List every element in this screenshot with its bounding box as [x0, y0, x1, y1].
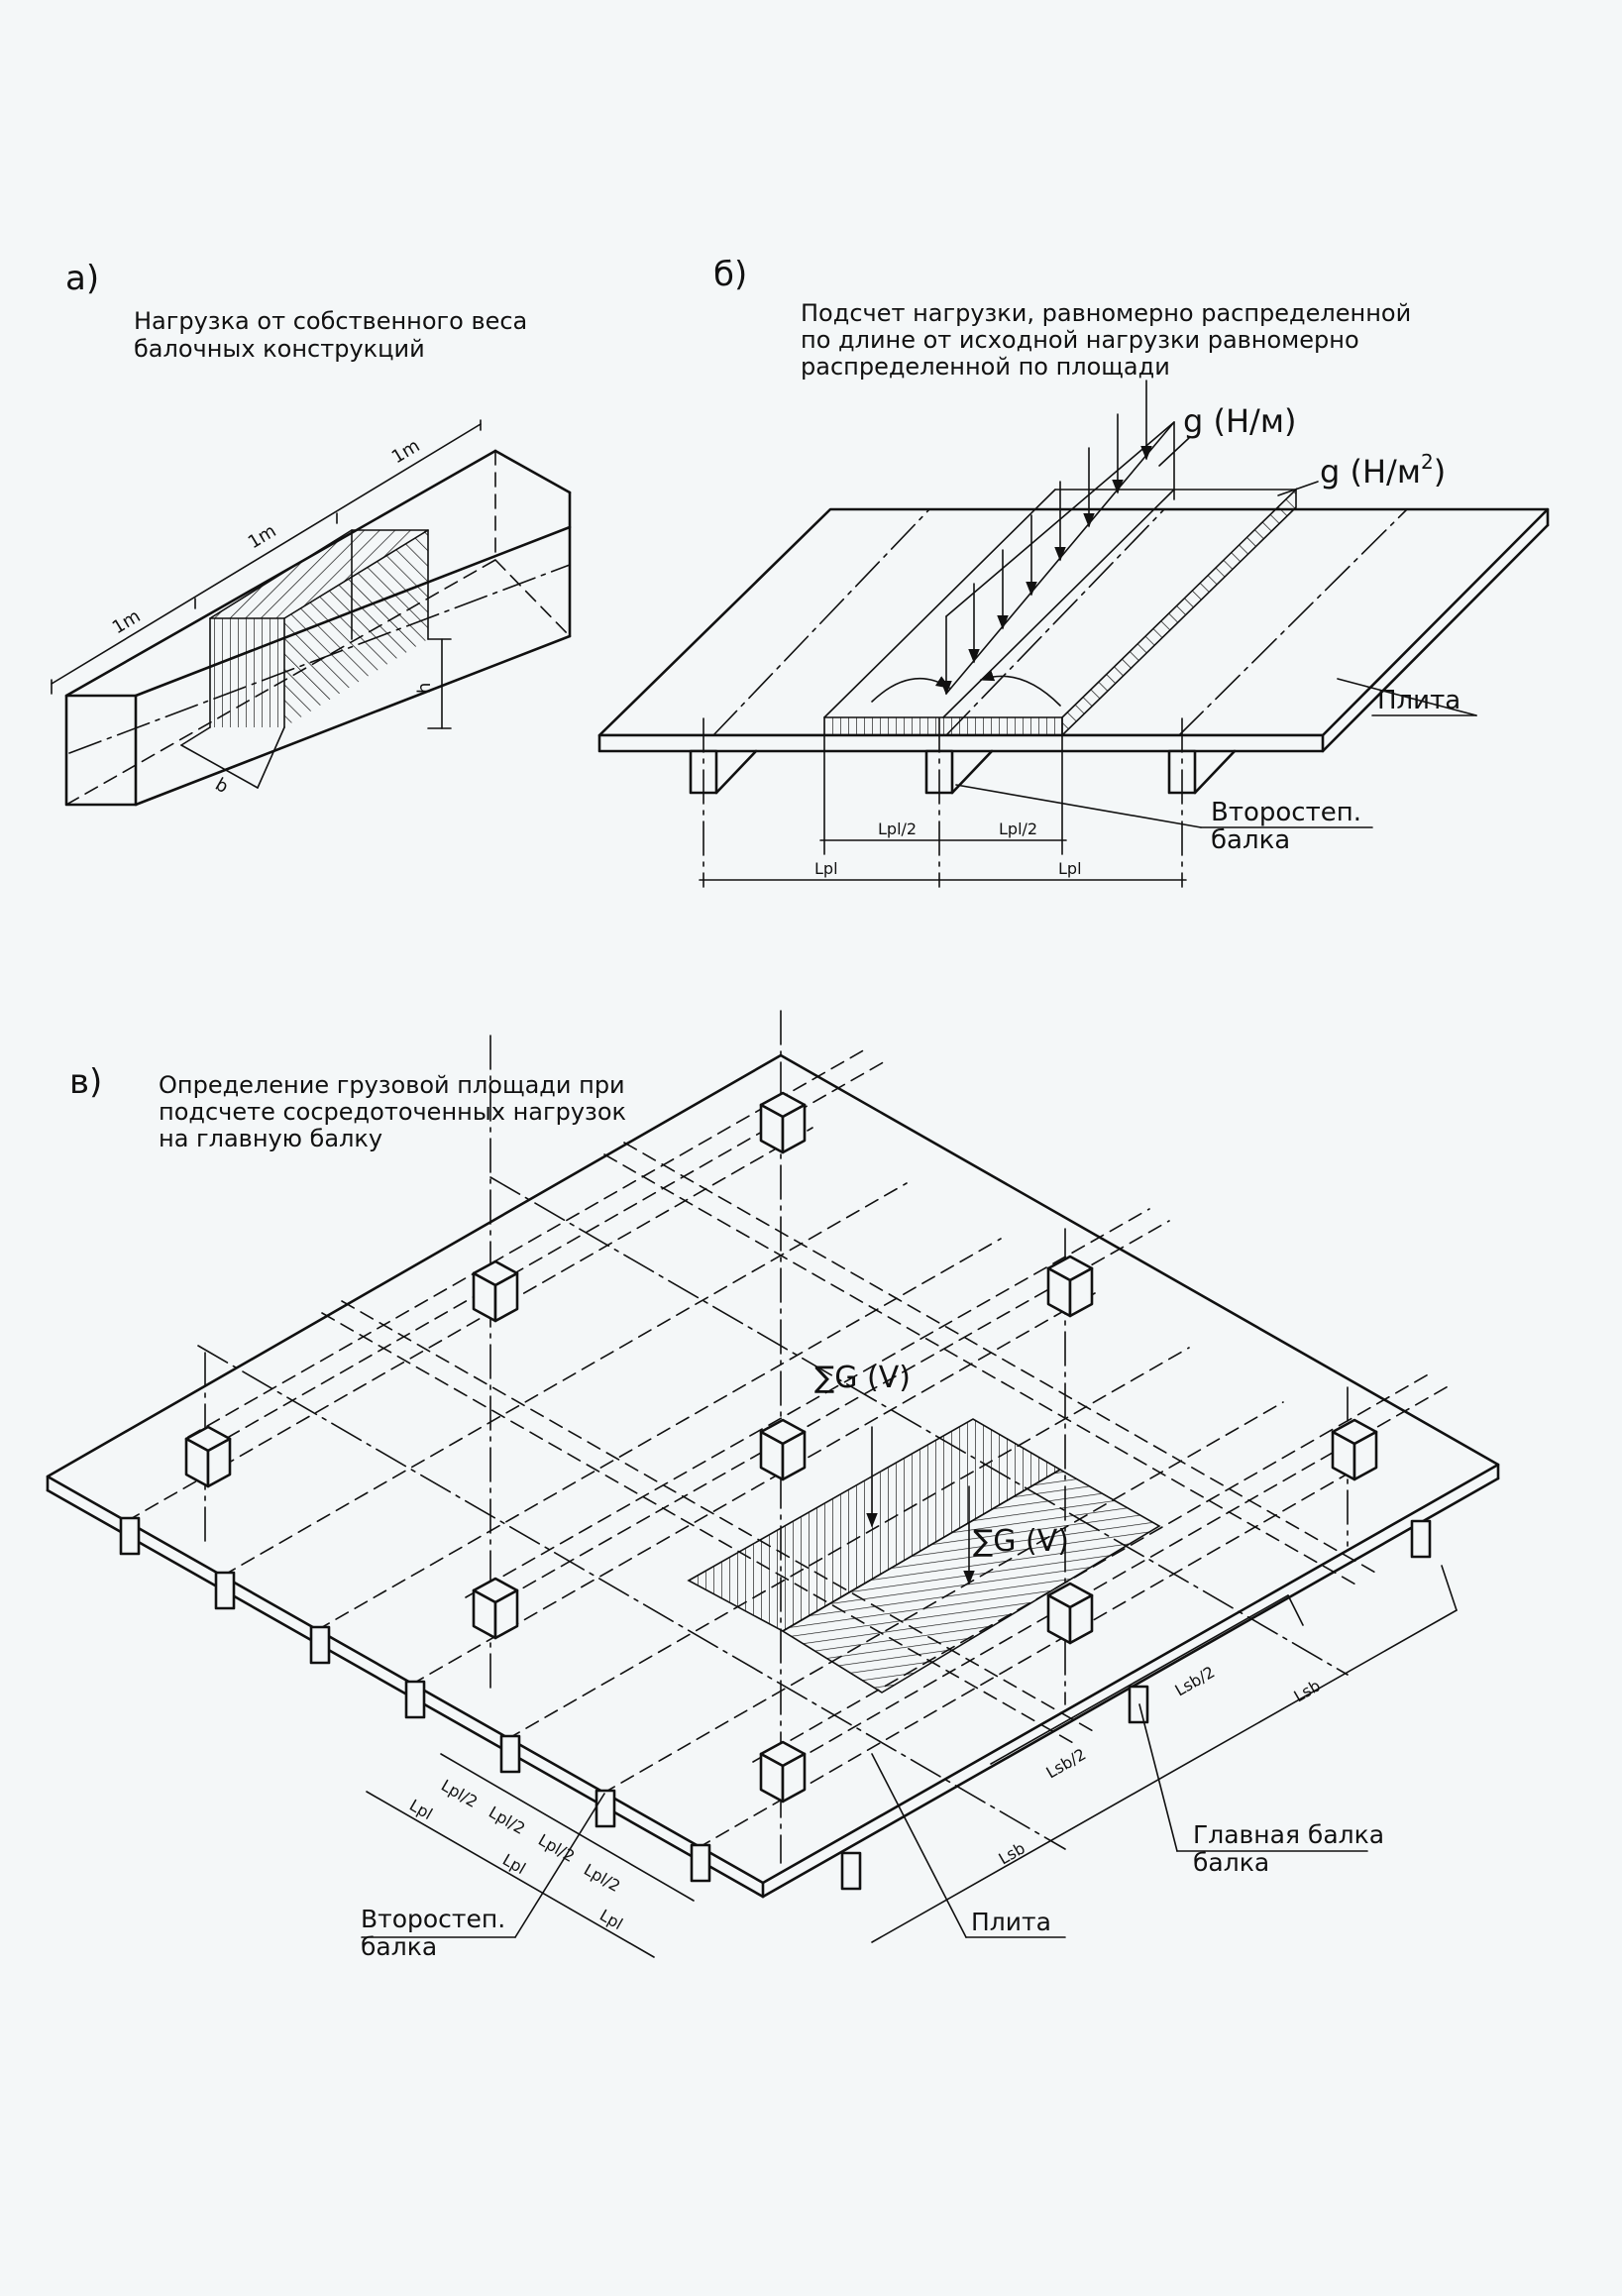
panel-b-caption-line1: Подсчет нагрузки, равномерно распределен…: [801, 299, 1411, 327]
main-beam-label-line1: Главная балка: [1193, 1820, 1384, 1849]
force-2-label: ∑G (V): [973, 1524, 1069, 1559]
load-line-label: g (Н/м): [1183, 402, 1296, 440]
column: [759, 1418, 807, 1481]
panel-a-caption-line1: Нагрузка от собственного веса: [134, 307, 527, 335]
slab-label-c: Плита: [971, 1908, 1051, 1936]
slab-section-drawing: [597, 380, 1550, 888]
dim-lpl-1: Lpl: [406, 1796, 436, 1823]
secondary-beam-label-c-line1: Второстеп.: [361, 1905, 505, 1933]
panel-a: а) Нагрузка от собственного веса балочны…: [51, 259, 572, 807]
secondary-beam-label-c-line2: балка: [361, 1932, 437, 1961]
dim-h: h: [414, 683, 435, 694]
load-strip-side: [1061, 488, 1297, 737]
column: [759, 1740, 807, 1804]
dim-lpl-left: Lpl: [814, 859, 838, 878]
beam-section-hatch-front: [210, 618, 284, 727]
dim-lpl-2: Lpl: [499, 1850, 529, 1878]
panel-b-caption-line2: по длине от исходной нагрузки равномерно: [801, 326, 1359, 354]
dim-1m-left: 1m: [109, 605, 145, 638]
column: [1046, 1582, 1094, 1645]
secondary-beam-label-line2: балка: [1211, 825, 1290, 855]
column: [472, 1577, 519, 1640]
dim-lpl-3: Lpl: [596, 1906, 626, 1933]
dim-line-1m: [51, 423, 482, 685]
secondary-beam-label-line1: Второстеп.: [1211, 798, 1361, 827]
force-1-label: ∑G (V): [814, 1361, 911, 1395]
column: [1331, 1418, 1378, 1481]
panel-b-caption-line3: распределенной по площади: [801, 353, 1170, 381]
column: [759, 1091, 807, 1154]
panel-b-letter: б): [713, 255, 747, 294]
column: [1046, 1255, 1094, 1318]
beam-section-hatch-side: [284, 530, 428, 727]
panel-c: в) Определение грузовой площади при подс…: [46, 1010, 1500, 1961]
columns: [184, 1091, 1378, 1804]
dim-lpl-half-right: Lpl/2: [999, 820, 1037, 838]
beam-section-hatch-cut: [210, 530, 428, 618]
beam-box-drawing: [51, 419, 572, 807]
column: [472, 1259, 519, 1323]
dim-1m-right: 1m: [388, 435, 424, 468]
panel-a-letter: а): [65, 259, 99, 298]
slab-label: Плита: [1377, 686, 1460, 715]
dim-lpl-half-3: Lpl/2: [535, 1830, 578, 1866]
dim-lpl-half-left: Lpl/2: [878, 820, 917, 838]
panel-c-caption-line3: на главную балку: [159, 1125, 382, 1152]
dim-b: b: [212, 774, 232, 798]
panel-a-caption-line2: балочных конструкций: [134, 335, 425, 363]
main-beam-label-line2: балка: [1193, 1848, 1269, 1877]
dim-lpl-half-4: Lpl/2: [581, 1860, 623, 1896]
panel-c-caption-line2: подсчете сосредоточенных нагрузок: [159, 1098, 626, 1126]
panel-c-caption-line1: Определение грузовой площади при: [159, 1071, 625, 1099]
load-area-label: g (Н/м2): [1320, 450, 1446, 491]
load-strip-hatch: [823, 716, 1063, 736]
dim-lsb-half-b: Lsb/2: [1043, 1745, 1090, 1783]
dim-lsb-half-a: Lsb/2: [1172, 1663, 1219, 1700]
panel-b: б) Подсчет нагрузки, равномерно распреде…: [597, 255, 1550, 888]
dim-lpl-right: Lpl: [1058, 859, 1082, 878]
floor-plan-drawing: [46, 1010, 1500, 1958]
panel-c-letter: в): [69, 1062, 102, 1102]
dim-lsb-b: Lsb: [996, 1838, 1028, 1868]
dim-lpl-half-1: Lpl/2: [438, 1776, 481, 1811]
column: [184, 1425, 232, 1488]
dim-lpl-half-2: Lpl/2: [486, 1803, 528, 1838]
